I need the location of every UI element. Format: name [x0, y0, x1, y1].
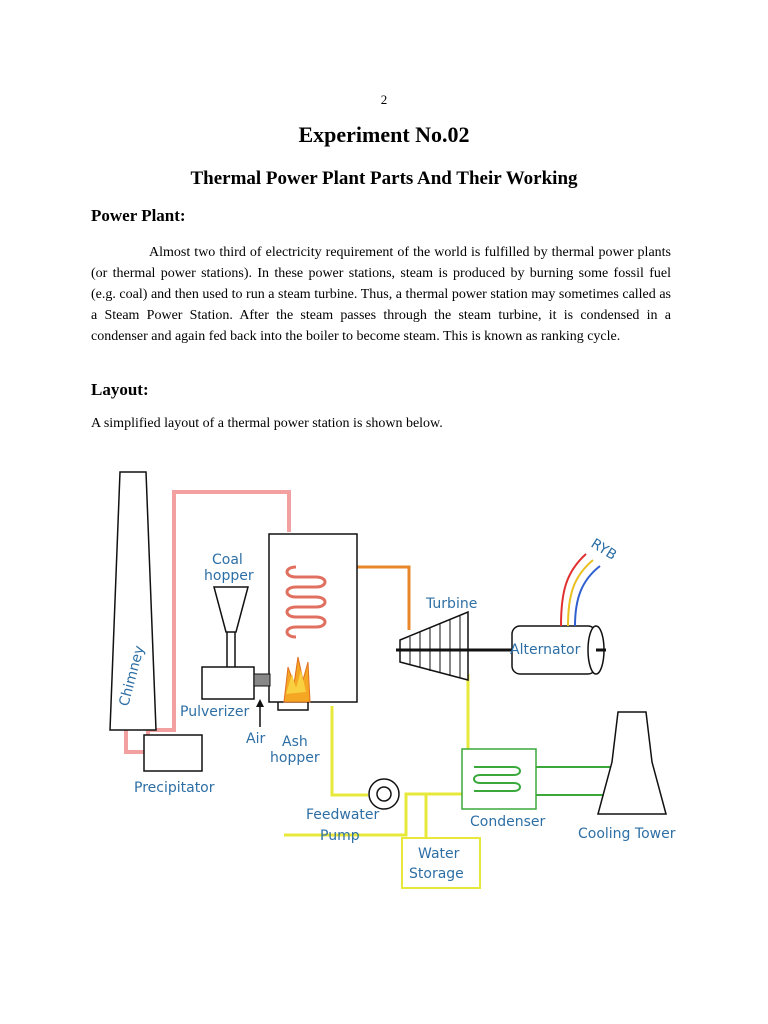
air-label: Air: [246, 731, 265, 747]
water-line-pump: [330, 706, 368, 797]
water-storage-label-2: Storage: [409, 866, 464, 882]
phase-wire-b: [574, 565, 601, 627]
condenser-coil: [473, 766, 521, 792]
pulverizer-label: Pulverizer: [180, 704, 249, 720]
coal-hopper-label-1: Coal: [212, 552, 243, 568]
alternator-label: Alternator: [510, 642, 581, 658]
phase-wire-r: [560, 553, 587, 627]
water-line-condenser: [284, 792, 493, 837]
precipitator-label: Precipitator: [134, 780, 215, 796]
coal-hopper-label-2: hopper: [204, 568, 254, 584]
boiler-fire: [283, 656, 311, 703]
water-storage-label-1: Water: [418, 846, 460, 862]
feedwater-label-2: Pump: [320, 828, 360, 844]
flue-gas-line-chimney: [124, 727, 148, 754]
power-plant-heading: Power Plant:: [91, 206, 186, 225]
cooling-tower-shape: [597, 711, 667, 815]
cooling-tower-label: Cooling Tower: [578, 826, 676, 842]
layout-intro: A simplified layout of a thermal power s…: [91, 416, 443, 431]
thermal-plant-diagram: Chimney Precipitator Coal hopper Pulveri…: [109, 471, 676, 889]
turbine-label: Turbine: [425, 596, 477, 612]
turbine-shape: [399, 610, 469, 681]
precipitator-shape: [143, 734, 203, 772]
ash-hopper-shape: [277, 702, 309, 711]
layout-heading: Layout:: [91, 380, 149, 399]
coal-hopper-shape: [213, 586, 249, 633]
feedwater-label-1: Feedwater: [306, 807, 380, 823]
ash-hopper-label-1: Ash: [282, 734, 308, 750]
page-subtitle: Thermal Power Plant Parts And Their Work…: [190, 168, 578, 189]
water-storage-shape: [401, 837, 481, 889]
chimney-shape: [109, 471, 157, 731]
ash-hopper-label-2: hopper: [270, 750, 320, 766]
phase-wire-y: [567, 559, 594, 627]
pulverizer-shape: [201, 666, 255, 700]
condenser-label: Condenser: [470, 814, 545, 830]
power-plant-paragraph: Almost two third of electricity requirem…: [91, 245, 671, 344]
boiler-coil: [285, 565, 327, 639]
page-number: 2: [380, 92, 388, 107]
page-title: Experiment No.02: [298, 122, 470, 147]
